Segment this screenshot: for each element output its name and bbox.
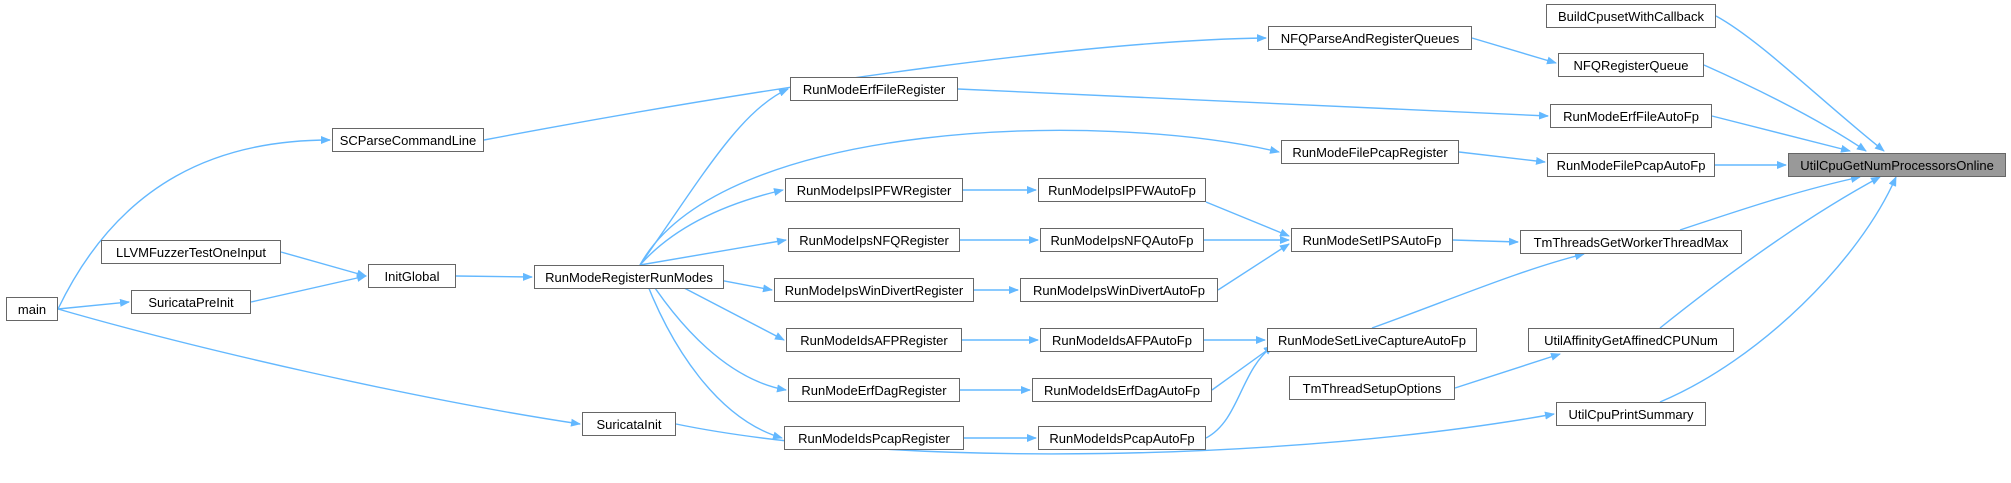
node-run-mode-ips-nfq-register[interactable]: RunModeIpsNFQRegister (788, 228, 960, 252)
node-nfq-register-queue[interactable]: NFQRegisterQueue (1558, 53, 1704, 77)
call-edge-30 (1371, 252, 1585, 329)
call-edge-2 (57, 298, 130, 310)
node-run-mode-register-run-modes[interactable]: RunModeRegisterRunModes (534, 265, 724, 289)
call-edge-34 (1458, 151, 1546, 165)
node-run-mode-ids-afp-register[interactable]: RunModeIdsAFPRegister (786, 328, 962, 352)
call-edge-12 (639, 237, 787, 266)
node-nfq-parse-and-register-queues[interactable]: NFQParseAndRegisterQueues (1268, 26, 1472, 50)
node-run-mode-ips-win-divert-register[interactable]: RunModeIpsWinDivertRegister (774, 278, 974, 302)
call-edge-32 (1471, 37, 1557, 65)
node-suricata-init[interactable]: SuricataInit (582, 412, 676, 436)
node-run-mode-set-live-capture-auto-fp[interactable]: RunModeSetLiveCaptureAutoFp (1267, 328, 1477, 352)
call-edge-35 (1715, 15, 1885, 152)
call-edge-8 (483, 34, 1267, 141)
node-run-mode-ips-ipfw-auto-fp[interactable]: RunModeIpsIPFWAutoFp (1038, 178, 1206, 202)
call-edge-28 (1205, 345, 1274, 439)
node-llvm-fuzzer-test-one-input[interactable]: LLVMFuzzerTestOneInput (101, 240, 281, 264)
node-util-affinity-get-affined-cpu-num[interactable]: UtilAffinityGetAffinedCPUNum (1528, 328, 1734, 352)
node-run-mode-file-pcap-auto-fp[interactable]: RunModeFilePcapAutoFp (1547, 153, 1715, 177)
node-run-mode-erf-file-auto-fp[interactable]: RunModeErfFileAutoFp (1550, 104, 1712, 128)
call-edge-37 (1711, 115, 1851, 153)
node-run-mode-ids-erf-dag-auto-fp[interactable]: RunModeIdsErfDagAutoFp (1032, 378, 1212, 402)
call-edge-29 (1452, 237, 1519, 246)
node-main[interactable]: main (6, 297, 58, 321)
call-edge-6 (455, 272, 533, 281)
call-edge-16 (639, 264, 783, 440)
node-build-cpuset-with-callback[interactable]: BuildCpusetWithCallback (1546, 4, 1716, 28)
call-edge-5 (250, 274, 367, 303)
node-run-mode-ips-nfq-auto-fp[interactable]: RunModeIpsNFQAutoFp (1040, 228, 1204, 252)
call-edge-27 (1211, 345, 1274, 391)
call-edge-33 (957, 88, 1549, 120)
call-edge-41 (1659, 176, 1897, 403)
call-edge-31 (1454, 352, 1561, 389)
call-edge-23 (1205, 201, 1290, 237)
node-run-mode-set-ips-auto-fp[interactable]: RunModeSetIPSAutoFp (1291, 228, 1453, 252)
call-edge-40 (1659, 176, 1881, 329)
node-suricata-pre-init[interactable]: SuricataPreInit (131, 290, 251, 314)
call-edge-4 (280, 251, 367, 278)
call-edge-36 (1703, 64, 1867, 152)
node-run-mode-ids-pcap-auto-fp[interactable]: RunModeIdsPcapAutoFp (1038, 426, 1206, 450)
call-edge-3 (57, 308, 581, 427)
node-run-mode-file-pcap-register[interactable]: RunModeFilePcapRegister (1281, 140, 1459, 164)
node-tm-thread-setup-options[interactable]: TmThreadSetupOptions (1289, 376, 1455, 400)
call-edge-7 (675, 411, 1555, 455)
node-run-mode-ids-afp-auto-fp[interactable]: RunModeIdsAFPAutoFp (1040, 328, 1204, 352)
node-run-mode-ids-pcap-register[interactable]: RunModeIdsPcapRegister (784, 426, 964, 450)
call-edge-9 (639, 88, 789, 266)
node-run-mode-erf-file-register[interactable]: RunModeErfFileRegister (790, 77, 958, 101)
node-tm-threads-get-worker-thread-max[interactable]: TmThreadsGetWorkerThreadMax (1520, 230, 1742, 254)
node-run-mode-erf-dag-register[interactable]: RunModeErfDagRegister (788, 378, 960, 402)
call-edge-11 (639, 188, 784, 266)
call-edge-10 (639, 129, 1280, 266)
node-init-global[interactable]: InitGlobal (368, 264, 456, 288)
node-run-mode-ips-ipfw-register[interactable]: RunModeIpsIPFWRegister (785, 178, 963, 202)
node-sc-parse-command-line[interactable]: SCParseCommandLine (332, 128, 484, 152)
node-util-cpu-get-num-processors-online[interactable]: UtilCpuGetNumProcessorsOnline (1788, 153, 2006, 177)
call-edge-25 (1217, 243, 1290, 291)
node-util-cpu-print-summary[interactable]: UtilCpuPrintSummary (1556, 402, 1706, 426)
call-edge-1 (57, 136, 331, 310)
call-edge-39 (1679, 174, 1861, 231)
node-run-mode-ips-win-divert-auto-fp[interactable]: RunModeIpsWinDivertAutoFp (1020, 278, 1218, 302)
